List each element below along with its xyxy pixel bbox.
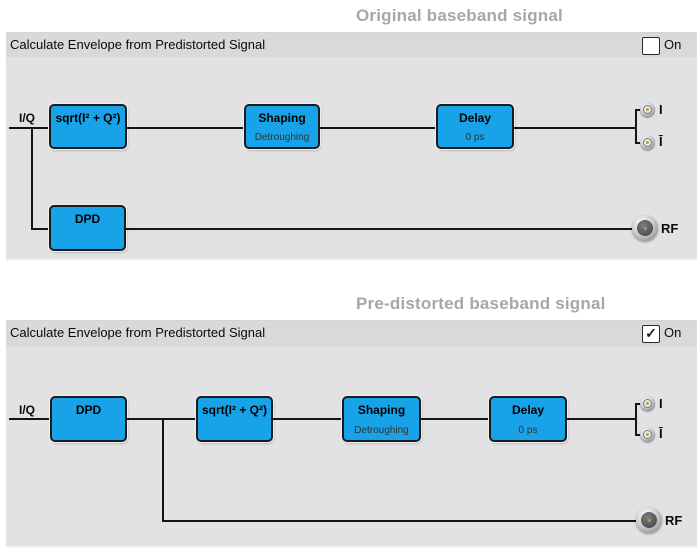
block-delay-sub: 0 ps (518, 425, 538, 436)
panel-original: Calculate Envelope from Predistorted Sig… (6, 32, 697, 261)
block-delay-label: Delay (511, 403, 545, 417)
block-delay-sub: 0 ps (465, 132, 485, 143)
ibar-output-label: Ī (659, 426, 663, 441)
calc-envelope-label: Calculate Envelope from Predistorted Sig… (10, 37, 266, 52)
branch-line (162, 418, 164, 522)
rf-output-label: RF (661, 221, 679, 236)
rf-signal-line (126, 228, 634, 230)
calc-envelope-label: Calculate Envelope from Predistorted Sig… (10, 325, 266, 340)
signal-line (514, 127, 635, 129)
figure-title-original: Original baseband signal (356, 6, 563, 25)
block-shaping-sub: Detroughing (354, 425, 409, 436)
panel-predistorted: Calculate Envelope from Predistorted Sig… (6, 320, 697, 548)
block-dpd-label: DPD (75, 403, 102, 417)
block-delay[interactable]: Delay 0 ps (489, 396, 567, 442)
signal-line (9, 127, 49, 129)
i-output-connector-icon[interactable] (640, 102, 655, 117)
block-dpd[interactable]: DPD (50, 396, 127, 442)
rf-signal-line (162, 520, 638, 522)
signal-line (127, 418, 196, 420)
output-stub (635, 403, 643, 405)
iq-input-label: I/Q (19, 111, 36, 125)
on-checkbox[interactable] (642, 37, 660, 55)
signal-line (127, 127, 244, 129)
iq-input-label: I/Q (19, 403, 36, 417)
ibar-output-connector-icon[interactable] (640, 135, 655, 150)
i-output-connector-icon[interactable] (640, 396, 655, 411)
signal-line (9, 418, 50, 420)
panel-header-bar: Calculate Envelope from Predistorted Sig… (6, 321, 697, 346)
block-shaping[interactable]: Shaping Detroughing (342, 396, 421, 442)
block-delay[interactable]: Delay 0 ps (436, 104, 514, 149)
panel-header-bar: Calculate Envelope from Predistorted Sig… (6, 33, 697, 57)
block-sqrt[interactable]: sqrt(I² + Q²) (49, 104, 127, 149)
on-checkbox-checked[interactable]: ✓ (642, 325, 660, 343)
block-dpd[interactable]: DPD (49, 205, 126, 251)
branch-line (31, 228, 49, 230)
block-shaping-sub: Detroughing (254, 132, 310, 143)
output-stub (635, 434, 643, 436)
output-stub (635, 142, 643, 144)
output-stub (635, 109, 643, 111)
branch-line (31, 127, 33, 230)
block-delay-label: Delay (458, 111, 492, 125)
block-sqrt-label: sqrt(I² + Q²) (55, 111, 121, 125)
on-checkbox-label: On (664, 37, 682, 52)
figure-title-predistorted: Pre-distorted baseband signal (356, 294, 606, 313)
rf-output-connector-icon[interactable] (636, 507, 662, 533)
block-shaping-label: Shaping (357, 403, 406, 417)
block-sqrt-label: sqrt(I² + Q²) (202, 403, 267, 417)
block-shaping-label: Shaping (258, 111, 306, 125)
i-output-label: I (659, 102, 663, 117)
signal-line (320, 127, 436, 129)
i-output-label: I (659, 396, 663, 411)
rf-output-label: RF (665, 513, 683, 528)
output-bracket (635, 403, 637, 436)
rf-output-connector-icon[interactable] (632, 215, 658, 241)
block-shaping[interactable]: Shaping Detroughing (244, 104, 320, 149)
block-dpd-label: DPD (74, 212, 101, 226)
ibar-output-connector-icon[interactable] (640, 427, 655, 442)
signal-line (421, 418, 489, 420)
output-bracket (635, 109, 637, 144)
block-sqrt[interactable]: sqrt(I² + Q²) (196, 396, 273, 442)
ibar-output-label: Ī (659, 134, 663, 149)
signal-line (567, 418, 635, 420)
signal-line (273, 418, 342, 420)
on-checkbox-label: On (664, 325, 682, 340)
